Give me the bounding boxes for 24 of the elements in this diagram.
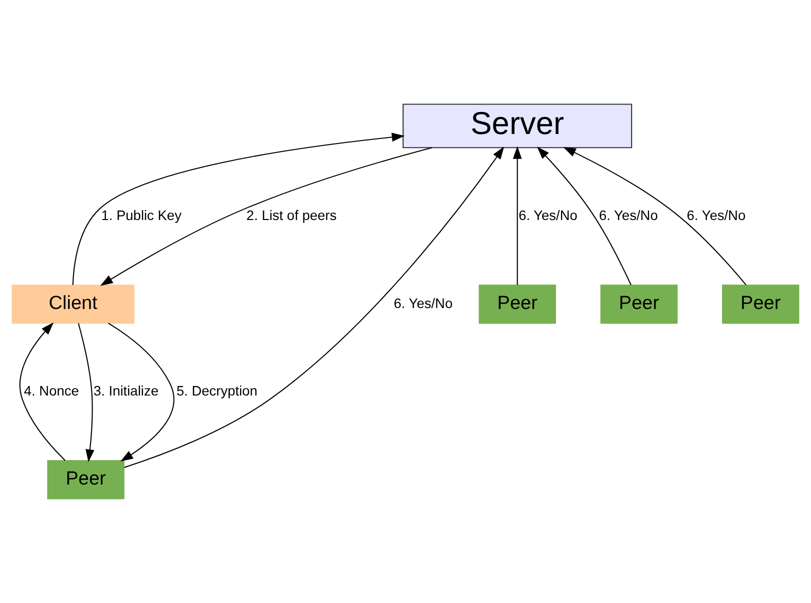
node-box: Client — [12, 284, 134, 324]
edge-label: 3. Initialize — [94, 384, 158, 399]
edge-label: 6. Yes/No — [598, 208, 658, 223]
edge-label: 4. Nonce — [24, 384, 79, 399]
node-box: Peer — [478, 284, 556, 324]
edge-label: 1. Public Key — [101, 208, 182, 223]
arrow — [72, 132, 405, 285]
node-box: Peer — [722, 284, 800, 324]
edge-label: 5. Decryption — [176, 384, 258, 399]
arrow — [19, 322, 66, 461]
arrow — [536, 146, 632, 286]
arrow — [563, 147, 746, 286]
edge-label: 6. Yes/No — [394, 296, 453, 311]
edge-label: 6. Yes/No — [518, 208, 578, 223]
arrow — [78, 323, 94, 462]
node-box: Peer — [47, 460, 124, 500]
arrow — [512, 146, 522, 285]
arrow — [124, 146, 504, 468]
edge-label: 6. Yes/No — [686, 208, 746, 223]
node-box: Server — [402, 104, 632, 148]
edge-label: 2. List of peers — [246, 208, 337, 223]
node-box: Peer — [600, 284, 678, 324]
arrow — [108, 322, 174, 462]
arrow — [100, 147, 432, 286]
